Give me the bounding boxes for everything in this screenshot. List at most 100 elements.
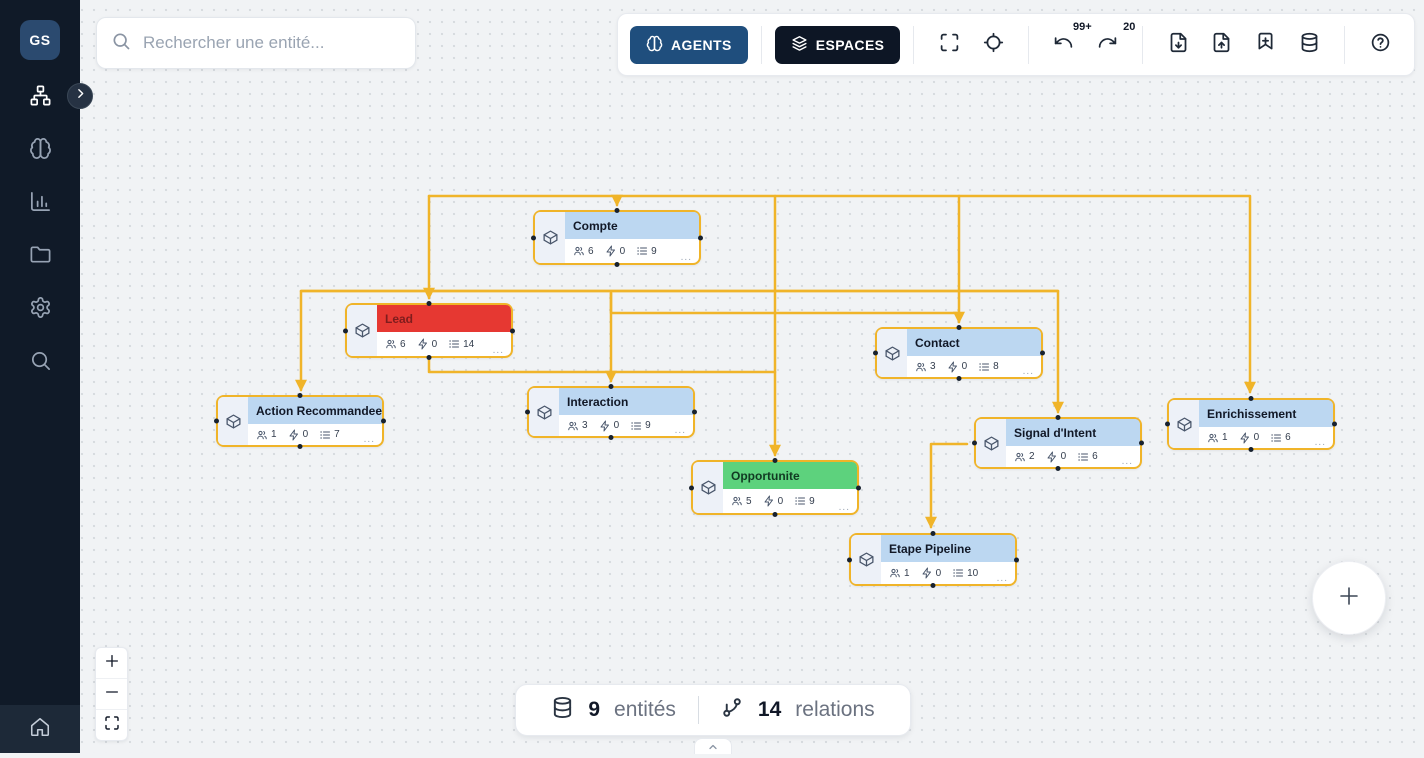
connection-handle[interactable] — [772, 512, 778, 517]
connection-handle[interactable] — [698, 235, 703, 240]
relation-edge[interactable] — [609, 291, 961, 315]
connection-handle[interactable] — [426, 301, 432, 306]
zap-icon — [947, 361, 959, 373]
connection-handle[interactable] — [608, 384, 614, 389]
redo-button[interactable]: 20 — [1091, 21, 1135, 62]
sidebar-item-search[interactable] — [23, 351, 57, 375]
connection-handle[interactable] — [1248, 447, 1254, 452]
entity-icon-strip — [976, 419, 1006, 467]
connection-handle[interactable] — [972, 440, 977, 446]
maximize-button[interactable] — [932, 28, 966, 62]
connection-handle[interactable] — [1055, 466, 1061, 471]
relation-edge[interactable] — [925, 442, 969, 529]
home-icon — [29, 716, 51, 743]
zoom-out-button[interactable] — [96, 678, 127, 709]
bottom-sheet-toggle[interactable] — [694, 738, 732, 754]
sidebar-item-brain[interactable] — [23, 138, 57, 163]
connection-handle[interactable] — [614, 208, 620, 213]
connection-handle[interactable] — [847, 557, 852, 562]
connection-handle[interactable] — [214, 418, 219, 424]
connection-handle[interactable] — [531, 235, 536, 240]
cube-icon — [884, 345, 901, 362]
users-count: 1 — [889, 567, 910, 579]
cube-icon — [1176, 416, 1193, 433]
node-more-button[interactable]: ... — [1314, 437, 1326, 448]
connection-handle[interactable] — [426, 355, 432, 360]
connection-handle[interactable] — [873, 350, 878, 356]
connection-handle[interactable] — [343, 328, 348, 333]
import-button[interactable] — [1161, 28, 1195, 62]
avatar[interactable]: GS — [20, 20, 60, 60]
locate-button[interactable] — [976, 28, 1010, 62]
node-more-button[interactable]: ... — [363, 434, 375, 445]
connection-handle[interactable] — [1014, 557, 1019, 562]
sidebar-item-bar-chart[interactable] — [23, 192, 57, 216]
sidebar-item-settings[interactable] — [23, 297, 57, 322]
connection-handle[interactable] — [930, 531, 936, 536]
connection-handle[interactable] — [956, 376, 962, 381]
entity-title: Enrichissement — [1207, 406, 1297, 421]
connection-handle[interactable] — [1332, 421, 1337, 427]
connection-handle[interactable] — [692, 409, 697, 415]
home-button[interactable] — [0, 705, 80, 753]
connection-handle[interactable] — [1165, 421, 1170, 427]
search-input[interactable] — [141, 32, 401, 54]
node-more-button[interactable]: ... — [838, 502, 850, 513]
connection-handle[interactable] — [608, 435, 614, 440]
node-more-button[interactable]: ... — [1121, 456, 1133, 467]
connection-handle[interactable] — [1139, 440, 1144, 446]
espaces-button[interactable]: ESPACES — [774, 25, 901, 64]
maximize-icon — [939, 32, 960, 58]
list-icon — [448, 338, 460, 350]
connection-handle[interactable] — [1040, 350, 1045, 356]
list-icon — [952, 567, 964, 579]
fit-view-button[interactable] — [96, 709, 127, 740]
connection-handle[interactable] — [297, 444, 303, 449]
node-more-button[interactable]: ... — [1022, 366, 1034, 377]
bookmark-button[interactable] — [1249, 28, 1283, 62]
node-more-button[interactable]: ... — [680, 252, 692, 263]
connection-handle[interactable] — [772, 458, 778, 463]
node-more-button[interactable]: ... — [996, 573, 1008, 584]
sidebar-item-hierarchy[interactable] — [23, 85, 57, 110]
undo-button[interactable]: 99+ — [1047, 21, 1092, 62]
connection-handle[interactable] — [689, 485, 694, 490]
connection-handle[interactable] — [381, 418, 386, 424]
connection-handle[interactable] — [525, 409, 530, 415]
connection-handle[interactable] — [956, 325, 962, 330]
entity-title: Interaction — [567, 394, 629, 409]
file-export-icon — [1211, 32, 1232, 58]
help-button[interactable] — [1363, 28, 1397, 62]
connection-handle[interactable] — [614, 262, 620, 267]
connection-handle[interactable] — [1248, 396, 1254, 401]
database-button[interactable] — [1293, 28, 1327, 62]
agents-button[interactable]: AGENTS — [630, 25, 748, 64]
sidebar-expand-button[interactable] — [67, 83, 93, 109]
add-entity-button[interactable] — [1312, 561, 1386, 635]
relation-edge[interactable] — [427, 355, 777, 374]
sidebar-item-folder[interactable] — [23, 245, 57, 269]
export-button[interactable] — [1205, 28, 1239, 62]
connection-handle[interactable] — [297, 393, 303, 398]
node-more-button[interactable]: ... — [492, 345, 504, 356]
automations-count: 0 — [1046, 451, 1066, 463]
connection-handle[interactable] — [930, 583, 936, 588]
node-more-button[interactable]: ... — [674, 425, 686, 436]
zoom-in-button[interactable] — [96, 648, 127, 678]
connection-handle[interactable] — [1055, 415, 1061, 420]
help-icon — [1370, 32, 1391, 58]
connection-handle[interactable] — [856, 485, 861, 490]
connection-handle[interactable] — [510, 328, 515, 333]
users-count: 2 — [1014, 451, 1035, 463]
